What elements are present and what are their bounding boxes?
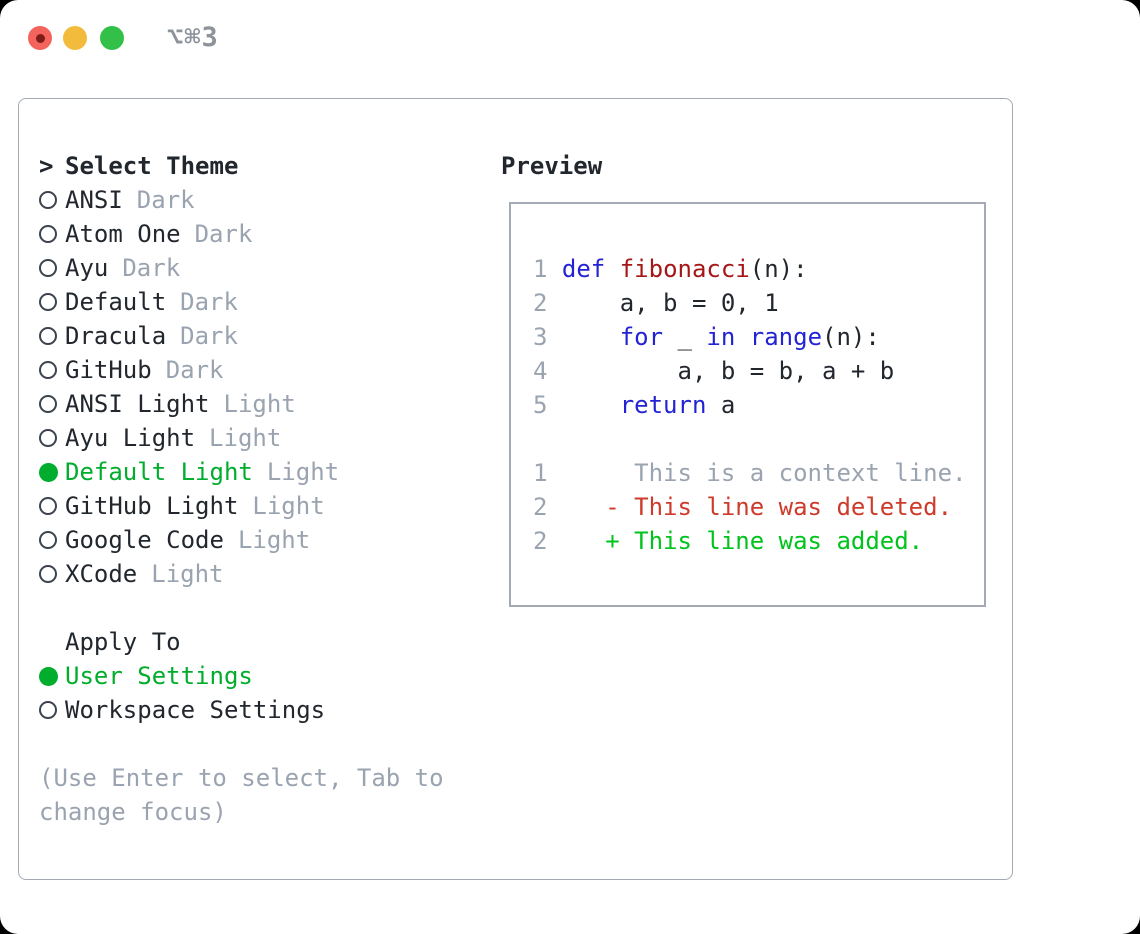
theme-option-atom-one-dark[interactable]: Atom One Dark <box>39 217 501 251</box>
theme-variant: Dark <box>165 356 224 384</box>
section-gap <box>39 591 501 625</box>
code-line: 3 for _ in range(n): <box>533 323 880 351</box>
radio-icon <box>39 395 65 413</box>
code-line: 2 a, b = 0, 1 <box>533 289 779 317</box>
radio-icon <box>39 429 65 447</box>
help-text-line-2: change focus) <box>39 798 227 826</box>
selected-radio-icon <box>39 462 65 482</box>
theme-name: XCode <box>65 560 138 588</box>
theme-variant: Light <box>266 458 340 486</box>
diff-added-line: 2 + This line was added. <box>533 527 924 555</box>
code-line: 1 def fibonacci(n): <box>533 255 808 283</box>
theme-variant: Dark <box>136 186 195 214</box>
theme-name: Default Light <box>65 458 253 486</box>
theme-name: Default <box>65 288 167 316</box>
theme-name: ANSI Light <box>65 390 210 418</box>
preview-column: Preview 1 def fibonacci(n): 2 a, b = 0, … <box>501 149 1012 879</box>
theme-option-ansi-dark[interactable]: ANSI Dark <box>39 183 501 217</box>
radio-icon <box>39 565 65 583</box>
radio-icon <box>39 327 65 345</box>
theme-name: Ayu <box>65 254 109 282</box>
theme-option-default-dark[interactable]: Default Dark <box>39 285 501 319</box>
selected-radio-icon <box>39 666 65 686</box>
theme-name: GitHub Light <box>65 492 239 520</box>
code-line: 4 a, b = b, a + b <box>533 357 895 385</box>
theme-option-dracula-dark[interactable]: Dracula Dark <box>39 319 501 353</box>
code-blank-line <box>533 422 984 456</box>
theme-variant: Dark <box>122 254 181 282</box>
diff-context-line: 1 This is a context line. <box>533 459 967 487</box>
theme-variant: Light <box>223 390 296 418</box>
radio-icon <box>39 225 65 243</box>
theme-name: Google Code <box>65 526 224 554</box>
close-button-icon[interactable] <box>28 26 52 50</box>
apply-option-label: User Settings <box>65 662 253 690</box>
apply-option-label: Workspace Settings <box>65 696 326 724</box>
apply-option-user-settings[interactable]: User Settings <box>39 659 501 693</box>
diff-deleted-line: 2 - This line was deleted. <box>533 493 953 521</box>
theme-option-github-dark[interactable]: GitHub Dark <box>39 353 501 387</box>
radio-icon <box>39 531 65 549</box>
main-panel: > Select Theme ANSI Dark Atom One Dark A… <box>18 98 1013 880</box>
theme-variant: Dark <box>180 288 238 316</box>
theme-name: Atom One <box>65 220 181 248</box>
theme-variant: Light <box>252 492 325 520</box>
radio-icon <box>39 259 65 277</box>
apply-option-workspace-settings[interactable]: Workspace Settings <box>39 693 501 727</box>
theme-variant: Dark <box>180 322 238 350</box>
theme-option-xcode-light[interactable]: XCode Light <box>39 557 501 591</box>
theme-option-default-light[interactable]: Default Light Light <box>39 455 501 489</box>
radio-icon <box>39 293 65 311</box>
theme-variant: Dark <box>194 220 253 248</box>
prompt-icon: > <box>39 152 54 180</box>
theme-option-ayu-dark[interactable]: Ayu Dark <box>39 251 501 285</box>
theme-option-ansi-light[interactable]: ANSI Light Light <box>39 387 501 421</box>
theme-name: ANSI <box>65 186 123 214</box>
preview-title: Preview <box>501 152 603 180</box>
title-bar: ⌥⌘3 <box>0 0 1140 98</box>
theme-name: Ayu Light <box>65 424 196 452</box>
minimize-button-icon[interactable] <box>63 26 87 50</box>
code-line: 5 return a <box>533 391 736 419</box>
radio-icon <box>39 701 65 719</box>
zoom-button-icon[interactable] <box>100 26 124 50</box>
theme-option-ayu-light[interactable]: Ayu Light Light <box>39 421 501 455</box>
theme-name: GitHub <box>65 356 152 384</box>
theme-list-title: Select Theme <box>65 152 239 180</box>
theme-variant: Light <box>151 560 224 588</box>
theme-variant: Light <box>209 424 282 452</box>
theme-variant: Light <box>237 526 311 554</box>
theme-name: Dracula <box>65 322 167 350</box>
radio-icon <box>39 191 65 209</box>
section-gap <box>39 727 501 761</box>
preview-pane: 1 def fibonacci(n): 2 a, b = 0, 1 3 for … <box>509 202 986 607</box>
apply-to-title: Apply To <box>65 628 181 656</box>
apply-to-heading: Apply To <box>39 625 501 659</box>
radio-icon <box>39 497 65 515</box>
window-title: ⌥⌘3 <box>167 22 219 53</box>
preview-heading: Preview <box>501 149 1012 183</box>
radio-icon <box>39 361 65 379</box>
theme-selector-column: > Select Theme ANSI Dark Atom One Dark A… <box>39 149 501 879</box>
theme-list-heading: > Select Theme <box>39 149 501 183</box>
theme-option-github-light[interactable]: GitHub Light Light <box>39 489 501 523</box>
theme-option-google-code-light[interactable]: Google Code Light <box>39 523 501 557</box>
help-text-line-1: (Use Enter to select, Tab to <box>39 764 444 792</box>
